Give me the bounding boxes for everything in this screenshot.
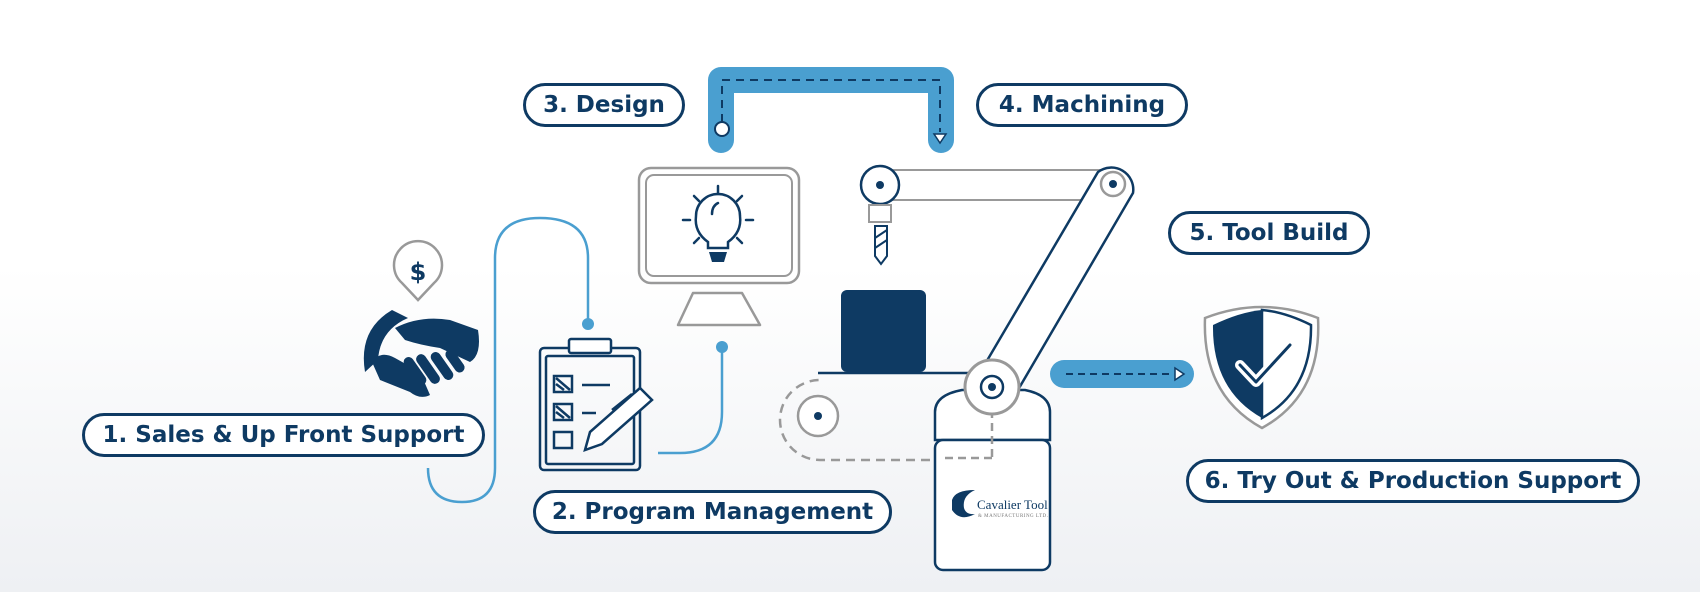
step-6-label: 6. Try Out & Production Support: [1186, 459, 1640, 503]
dollar-sign: $: [410, 258, 427, 286]
step-1-label: 1. Sales & Up Front Support: [82, 413, 485, 457]
robot-arm-icon: [859, 164, 1135, 397]
connector-line-2-3: [658, 350, 724, 455]
handshake-icon: [363, 310, 479, 397]
step-2-label: 2. Program Management: [533, 490, 892, 534]
step-5-label: 5. Tool Build: [1168, 211, 1370, 255]
step-3-label: 3. Design: [523, 83, 685, 127]
build-to-tryout-arrow: [1050, 360, 1194, 388]
design-to-machining-arrow: [708, 67, 954, 153]
arrow-down-icon: [932, 133, 948, 145]
logo-name: Cavalier Tool: [977, 497, 1048, 512]
connector-dot: [716, 341, 728, 353]
cavalier-logo-icon: [952, 490, 975, 518]
conveyor-icon: [778, 290, 990, 462]
step-4-label: 4. Machining: [976, 83, 1188, 127]
shield-check-icon: [1203, 305, 1320, 430]
start-node-icon: [714, 121, 730, 137]
workpiece-block: [841, 290, 926, 372]
monitor-lightbulb-icon: [637, 166, 801, 327]
connector-line-1-2: [426, 216, 590, 504]
clipboard-checklist-icon: [538, 337, 654, 472]
machine-base: [933, 358, 1052, 572]
dashed-path: [721, 79, 941, 132]
logo-subtitle: & MANUFACTURING LTD.: [978, 514, 1049, 519]
connector-dot: [582, 318, 594, 330]
money-pin-icon: [392, 239, 444, 302]
